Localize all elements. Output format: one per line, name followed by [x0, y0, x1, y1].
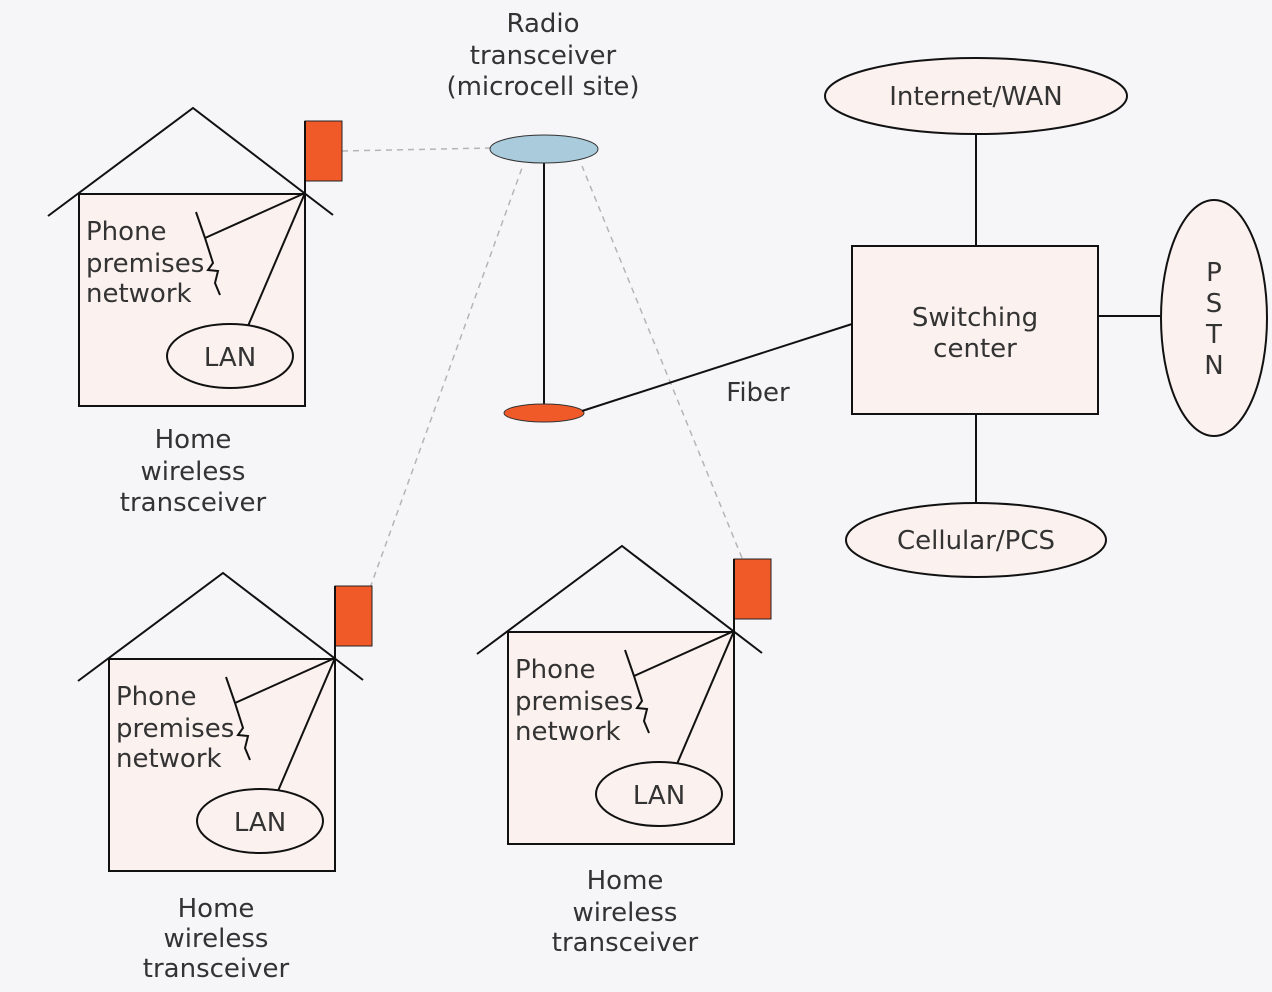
home-1-phone-label-1: Phone — [86, 217, 167, 247]
home-1-roof — [47, 106, 334, 217]
internet-wan-label: Internet/WAN — [889, 82, 1063, 112]
home-1-lan-label: LAN — [204, 343, 256, 373]
home-3-lan-node — [595, 761, 723, 827]
pstn-node — [1160, 199, 1268, 437]
home-1-caption-1: Home — [155, 425, 232, 455]
home-3-phone-wiring — [624, 649, 650, 734]
radio-antenna-top — [489, 134, 599, 164]
home-2: LAN Phone premises network Home wireless… — [77, 571, 373, 984]
home-2-caption-3: transceiver — [143, 954, 290, 984]
home-2-wire-lan — [277, 657, 336, 792]
home-1-phone-label-3: network — [86, 279, 192, 309]
home-3-wire-phone — [633, 630, 735, 677]
home-1: LAN Phone premises network Home wireless… — [47, 106, 343, 518]
pstn-letter-p: P — [1206, 258, 1222, 288]
radio-label-line-2: transceiver — [470, 41, 617, 71]
home-1-caption-3: transceiver — [120, 488, 267, 518]
home-1-caption-2: wireless — [141, 457, 246, 487]
home-3-phone-label-1: Phone — [515, 655, 596, 685]
home-3-roof — [476, 544, 763, 655]
switching-center-label-1: Switching — [912, 303, 1038, 333]
radio-base — [503, 403, 585, 423]
home-3-phone-label-3: network — [515, 717, 621, 747]
home-1-wire-lan — [247, 192, 306, 327]
fiber-label: Fiber — [726, 378, 790, 408]
cellular-pcs-label: Cellular/PCS — [897, 526, 1055, 556]
radio-label-line-1: Radio — [506, 9, 579, 39]
pstn-letter-t: T — [1205, 320, 1222, 350]
home-2-phone-label-3: network — [116, 744, 222, 774]
pstn-letter-n: N — [1204, 351, 1223, 381]
home-3-antenna-flag — [733, 558, 772, 620]
radio-transceiver: Radio transceiver (microcell site) — [446, 9, 640, 423]
switching-center — [851, 245, 1099, 415]
internet-wan-node — [824, 57, 1128, 135]
home-1-antenna-flag — [304, 120, 343, 182]
home-2-wire-phone — [234, 657, 336, 704]
radio-label-line-3: (microcell site) — [446, 72, 639, 102]
wireless-link-home-2 — [369, 167, 523, 589]
home-2-phone-label-2: premises — [116, 714, 234, 744]
switching-center-label-2: center — [933, 334, 1017, 364]
home-2-roof — [77, 571, 364, 682]
wireless-link-home-3 — [581, 165, 743, 559]
home-2-caption-1: Home — [178, 894, 255, 924]
pstn-letter-s: S — [1206, 289, 1223, 319]
home-3-wire-lan — [676, 630, 735, 765]
home-2-caption-2: wireless — [164, 924, 269, 954]
home-2-lan-label: LAN — [234, 808, 286, 838]
home-3-caption-1: Home — [587, 866, 664, 896]
home-3: LAN Phone premises network Home wireless… — [476, 544, 772, 958]
home-1-phone-wiring — [195, 211, 221, 296]
home-3-lan-label: LAN — [633, 781, 685, 811]
home-2-phone-wiring — [225, 676, 251, 761]
home-2-lan-node — [196, 788, 324, 854]
fiber-link — [581, 323, 853, 412]
home-2-phone-label-1: Phone — [116, 682, 197, 712]
home-1-wire-phone — [204, 192, 306, 239]
wireless-link-home-1 — [341, 147, 491, 152]
home-3-caption-2: wireless — [573, 898, 678, 928]
home-1-phone-label-2: premises — [86, 249, 204, 279]
home-1-lan-node — [166, 323, 294, 389]
wireless-links — [341, 147, 743, 589]
home-2-antenna-flag — [334, 585, 373, 647]
cellular-pcs-node — [845, 502, 1107, 578]
home-3-phone-label-2: premises — [515, 687, 633, 717]
home-3-caption-3: transceiver — [552, 928, 699, 958]
